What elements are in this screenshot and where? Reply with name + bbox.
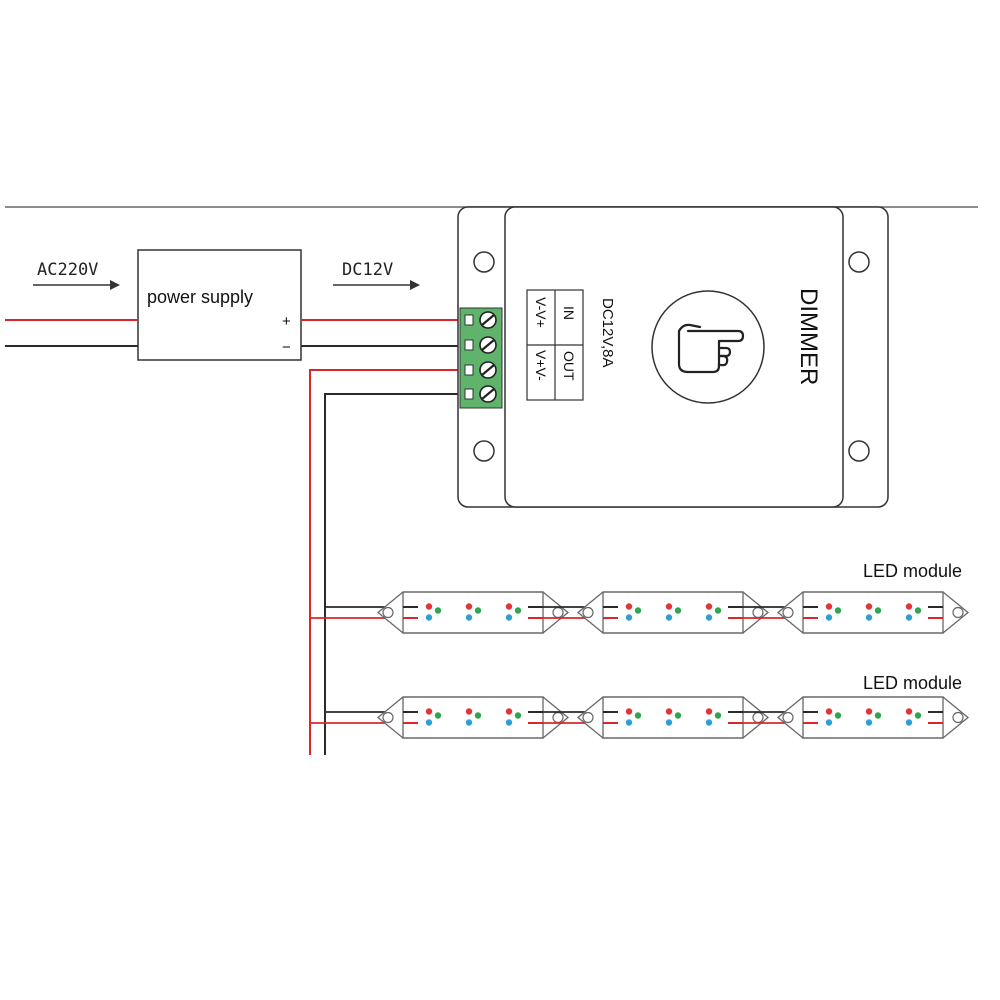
led-feed-wire-black [324, 393, 462, 755]
dimmer-button [651, 290, 765, 404]
out-pins-label: V+V- [533, 350, 549, 381]
mount-hole [473, 251, 495, 273]
terminal-screw [464, 361, 497, 379]
dimmer-title: DIMMER [795, 288, 822, 385]
rgb-led-cluster [825, 708, 842, 726]
rgb-led-cluster [465, 603, 482, 621]
rgb-led-cluster [905, 603, 922, 621]
led-row-label: LED module [863, 673, 962, 693]
rgb-led-cluster [705, 603, 722, 621]
mount-hole [473, 440, 495, 462]
terminal-screw [464, 336, 497, 354]
rgb-led-cluster [665, 708, 682, 726]
pointing-hand-icon [677, 323, 745, 374]
out-label: OUT [561, 351, 577, 381]
rgb-led-cluster [705, 708, 722, 726]
in-label: IN [561, 306, 577, 320]
rgb-led-cluster [625, 603, 642, 621]
terminal-screw [464, 385, 497, 403]
rgb-led-cluster [905, 708, 922, 726]
terminal-block [459, 307, 503, 409]
led-rows: LED module LED module [310, 561, 970, 739]
rgb-led-cluster [665, 603, 682, 621]
rgb-led-cluster [425, 708, 442, 726]
rgb-led-cluster [865, 603, 882, 621]
led-module [376, 591, 570, 634]
led-module [576, 591, 770, 634]
rgb-led-cluster [865, 708, 882, 726]
input-arrow [33, 280, 120, 290]
in-pins-label: V-V+ [533, 297, 549, 328]
rgb-led-cluster [465, 708, 482, 726]
led-feed-wire-red [309, 369, 462, 755]
rgb-led-cluster [825, 603, 842, 621]
rgb-led-cluster [505, 603, 522, 621]
power-supply-label: power supply [147, 287, 253, 307]
led-module [776, 696, 970, 739]
power-supply-minus: − [282, 339, 291, 356]
rgb-led-cluster [425, 603, 442, 621]
rgb-led-cluster [625, 708, 642, 726]
output-arrow [333, 280, 420, 290]
input-voltage-label: AC220V [37, 260, 98, 280]
mount-hole [848, 440, 870, 462]
output-voltage-label: DC12V [342, 260, 393, 280]
led-module [776, 591, 970, 634]
mount-hole [848, 251, 870, 273]
power-supply-plus: + [282, 313, 291, 330]
dimmer: IN OUT V-V+ V+V- DC12V,8A DIMMER [457, 206, 889, 508]
dimmer-rating: DC12V,8A [599, 298, 616, 368]
led-module [376, 696, 570, 739]
led-row-label: LED module [863, 561, 962, 581]
led-module [576, 696, 770, 739]
pin-label-table: IN OUT V-V+ V+V- [526, 289, 584, 401]
power-supply: power supply + − [137, 249, 302, 361]
terminal-screw [464, 311, 497, 329]
rgb-led-cluster [505, 708, 522, 726]
